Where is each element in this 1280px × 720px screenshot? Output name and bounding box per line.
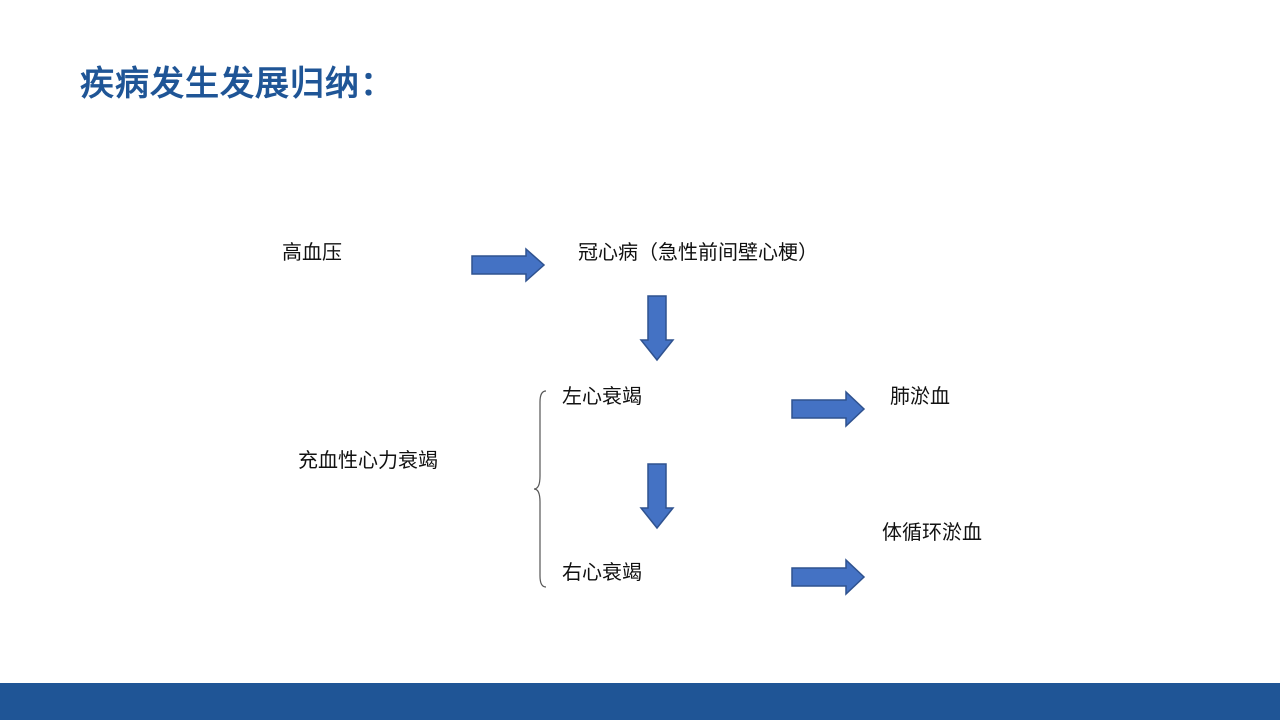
right-arrow-icon: [471, 247, 546, 283]
node-pulmonary-congestion: 肺淤血: [890, 384, 950, 408]
node-hypertension: 高血压: [282, 240, 342, 264]
node-right-heart-failure: 右心衰竭: [562, 560, 642, 584]
node-left-heart-failure: 左心衰竭: [562, 384, 642, 408]
node-coronary-heart-disease: 冠心病（急性前间壁心梗）: [578, 240, 818, 264]
right-arrow-icon: [791, 558, 866, 596]
footer-bar: [0, 683, 1280, 720]
down-arrow-icon: [639, 295, 675, 362]
down-arrow-icon: [639, 463, 675, 530]
slide-title: 疾病发生发展归纳：: [80, 64, 395, 104]
node-congestive-heart-failure: 充血性心力衰竭: [298, 448, 438, 472]
right-arrow-icon: [791, 390, 866, 428]
curly-brace: [533, 390, 547, 588]
node-systemic-congestion: 体循环淤血: [882, 520, 982, 544]
